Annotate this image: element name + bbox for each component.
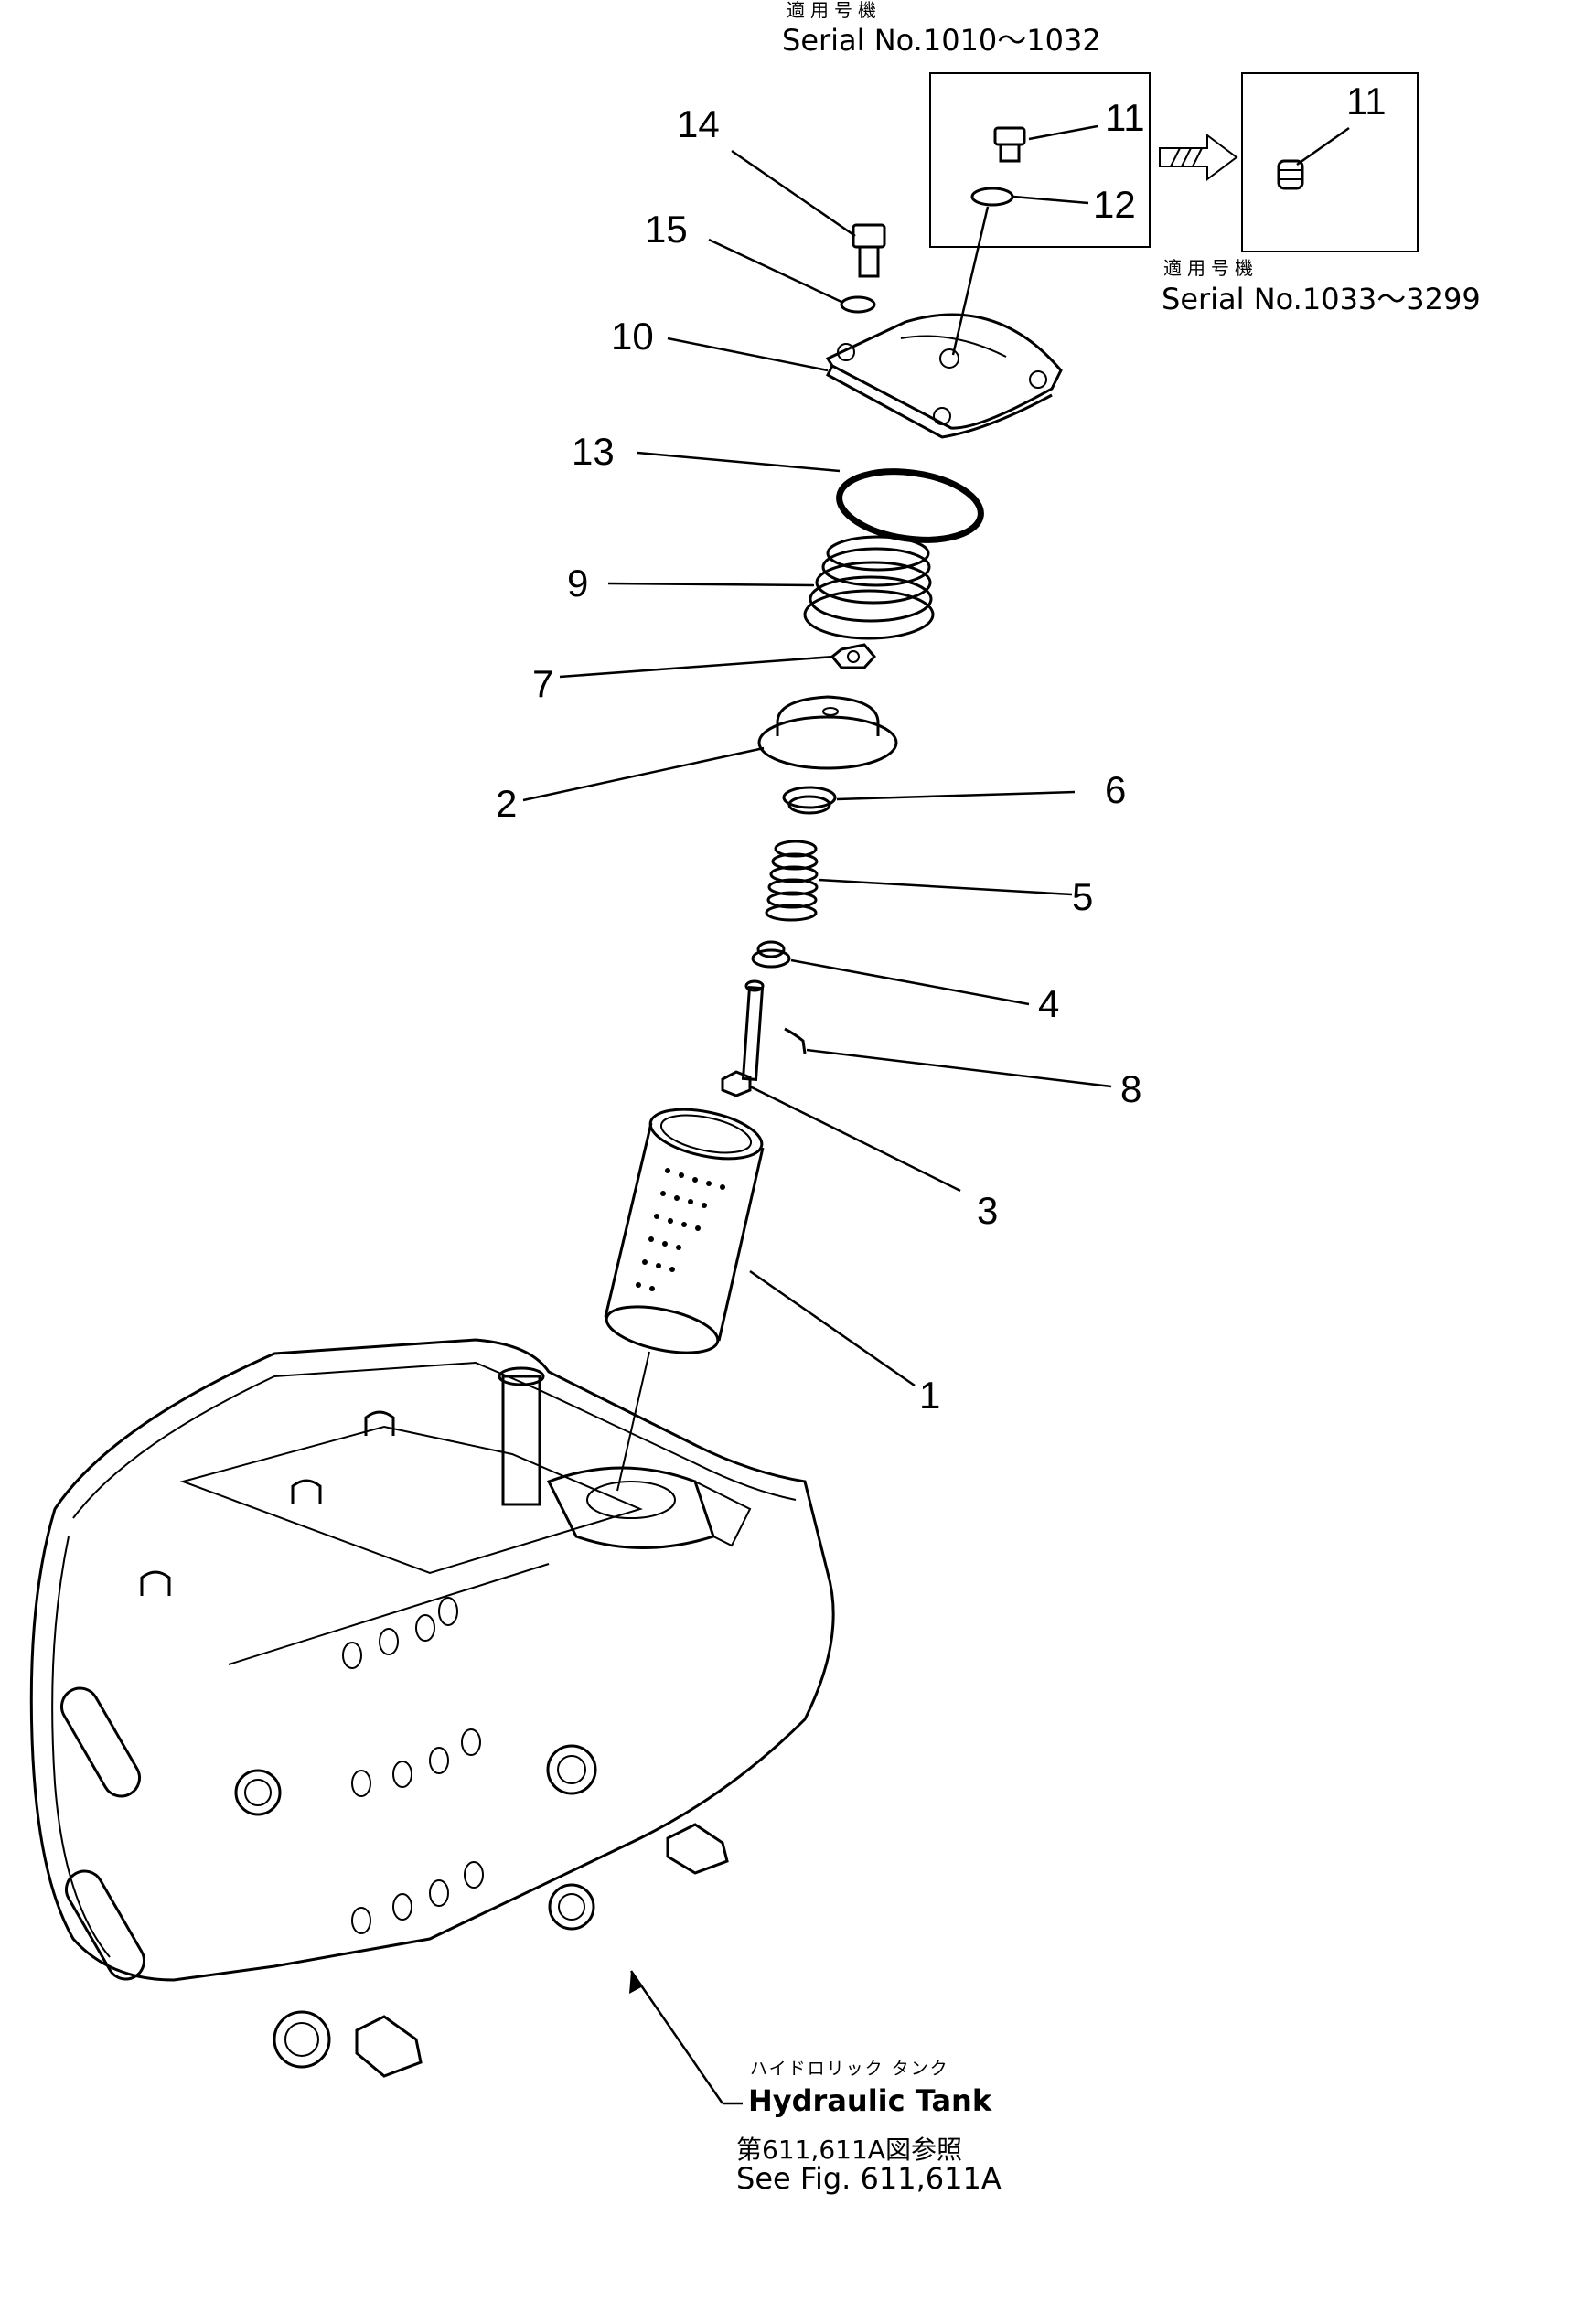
tank-label-en: Hydraulic Tank — [748, 2083, 992, 2118]
inset-box-early — [929, 72, 1151, 248]
seat-6 — [782, 786, 837, 815]
serial-early-jp: 適用号機 — [787, 0, 882, 21]
callout-2: 2 — [496, 782, 517, 825]
callout-8: 8 — [1120, 1067, 1141, 1110]
callout-9: 9 — [567, 562, 588, 605]
tank-label-jp: ハイドロリック タンク — [750, 2059, 949, 2079]
washer-15 — [840, 295, 876, 314]
washer-12 — [970, 187, 1014, 207]
callout-14: 14 — [677, 102, 720, 145]
spring-9 — [803, 535, 935, 640]
bolt-14 — [852, 223, 886, 278]
serial-late-jp: 適用号機 — [1163, 257, 1259, 279]
serial-late-text: Serial No.1033～3299 — [1162, 282, 1481, 316]
serial-note-late: 適用号機 Serial No.1033～3299 — [1162, 257, 1481, 316]
valve-cap-2 — [757, 695, 898, 770]
callout-5: 5 — [1072, 875, 1093, 918]
fig-reference-en: See Fig. 611,611A — [736, 2161, 1002, 2196]
spring-5 — [765, 840, 819, 922]
pin-8 — [784, 1027, 807, 1054]
serial-early-text: Serial No.1010～1032 — [782, 23, 1101, 58]
nut-7 — [830, 643, 876, 669]
callout-7: 7 — [532, 662, 553, 705]
rod-3 — [721, 979, 765, 1097]
cover-10 — [825, 313, 1063, 439]
plug-bolt-early — [993, 126, 1026, 163]
callout-4: 4 — [1038, 982, 1059, 1025]
inset-box-late — [1241, 72, 1419, 252]
plug-late — [1277, 159, 1304, 190]
leader-arrowhead-icon — [629, 1971, 643, 1994]
serial-note-early: 適用号機 Serial No.1010～1032 — [782, 0, 1101, 58]
callout-11-early: 11 — [1105, 96, 1145, 139]
washer-4 — [751, 940, 791, 969]
change-arrow-icon — [1159, 134, 1238, 181]
leader-lines — [522, 124, 1350, 1387]
hydraulic-tank — [29, 1338, 835, 2078]
tank-reference-note: ハイドロリック タンク Hydraulic Tank 第611,611A図参照 … — [629, 1970, 1002, 2196]
callout-labels: 14 15 10 11 12 11 13 9 7 2 6 5 4 8 3 1 — [496, 80, 1387, 1417]
callout-6: 6 — [1105, 768, 1126, 811]
callout-15: 15 — [645, 208, 688, 251]
callout-10: 10 — [611, 315, 654, 358]
callout-13: 13 — [572, 430, 615, 473]
filter-element-1 — [604, 1108, 765, 1354]
callout-12: 12 — [1093, 183, 1136, 226]
callout-1: 1 — [919, 1374, 940, 1417]
fig-reference-jp: 第611,611A図参照 — [736, 2135, 962, 2165]
callout-11-late: 11 — [1346, 80, 1387, 123]
callout-3: 3 — [977, 1189, 998, 1232]
o-ring-13 — [836, 468, 984, 543]
